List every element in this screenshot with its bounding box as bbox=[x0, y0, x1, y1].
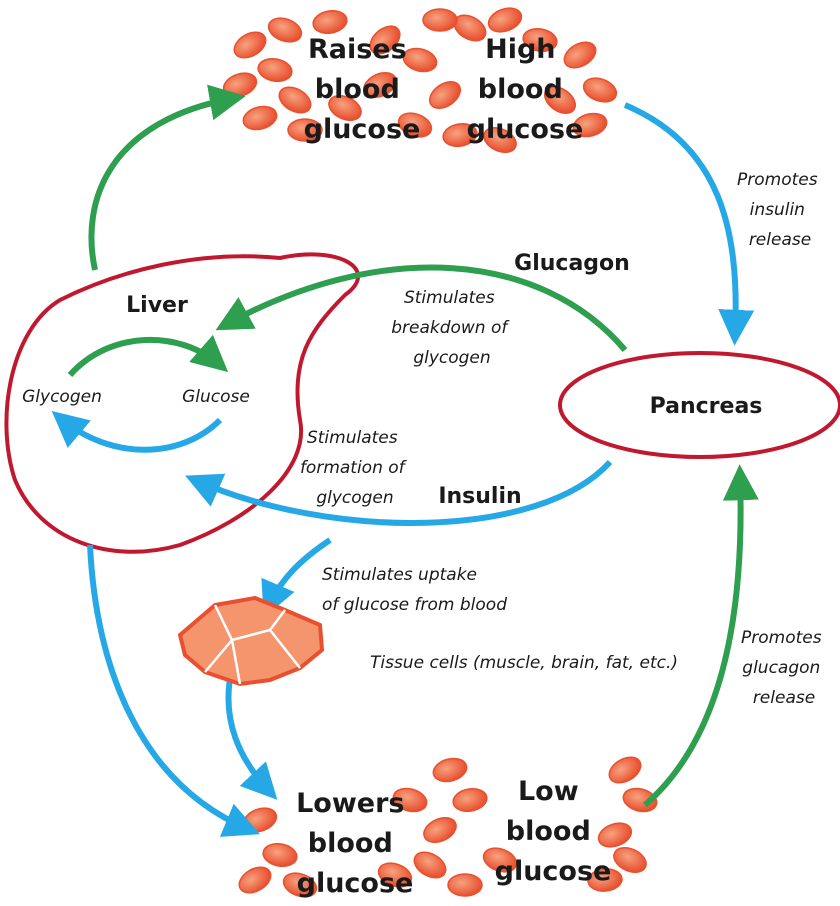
glucose-label: Glucose bbox=[182, 387, 250, 407]
tissue-cells-illustration bbox=[180, 598, 322, 684]
arrow-glycogen-to-glucose bbox=[70, 340, 220, 375]
lowers-blood-glucose-label: Lowers blood glucose bbox=[296, 788, 414, 899]
blood-cell bbox=[410, 847, 450, 883]
promotes-insulin-release-label: Promotes insulin release bbox=[737, 170, 823, 250]
arrow-insulin-to-tissue-cells bbox=[268, 540, 330, 608]
high-blood-glucose-label: High blood glucose bbox=[467, 34, 584, 145]
blood-cell bbox=[230, 27, 270, 63]
arrow-liver-to-raises-glucose bbox=[91, 98, 235, 270]
arrow-glucose-to-glycogen bbox=[60, 418, 220, 450]
blood-cell bbox=[265, 14, 304, 46]
tissue-cells-label: Tissue cells (muscle, brain, fat, etc.) bbox=[370, 653, 678, 673]
arrow-low-glucose-to-pancreas bbox=[645, 475, 741, 805]
blood-cell bbox=[560, 37, 600, 73]
blood-cell bbox=[220, 69, 259, 101]
blood-cell bbox=[241, 103, 280, 133]
blood-cell bbox=[448, 874, 482, 896]
stimulates-uptake-label: Stimulates uptake of glucose from blood bbox=[322, 565, 507, 615]
blood-cell bbox=[275, 82, 315, 118]
arrow-tissue-cells-to-lowers-glucose bbox=[228, 668, 270, 792]
low-blood-glucose-label: Low blood glucose bbox=[495, 776, 612, 887]
blood-cell bbox=[580, 74, 619, 106]
blood-cell bbox=[431, 755, 470, 785]
promotes-glucagon-release-label: Promotes glucagon release bbox=[741, 628, 827, 708]
blood-cell bbox=[605, 752, 645, 788]
glycogen-label: Glycogen bbox=[22, 387, 102, 407]
arrow-high-glucose-to-pancreas bbox=[625, 105, 736, 335]
blood-cell bbox=[451, 786, 488, 814]
glucagon-label: Glucagon bbox=[514, 251, 630, 276]
blood-cell bbox=[425, 76, 465, 114]
blood-cell bbox=[261, 841, 298, 869]
stimulates-formation-label: Stimulates formation of glycogen bbox=[300, 428, 410, 508]
blood-cell bbox=[256, 56, 293, 84]
stimulates-breakdown-label: Stimulates breakdown of glycogen bbox=[391, 288, 513, 368]
blood-cell bbox=[235, 862, 275, 898]
raises-blood-glucose-label: Raises blood glucose bbox=[304, 34, 421, 145]
blood-cell bbox=[420, 813, 460, 847]
liver-label: Liver bbox=[126, 293, 188, 318]
blood-cell bbox=[485, 4, 524, 36]
blood-cell bbox=[423, 9, 457, 31]
insulin-label: Insulin bbox=[438, 484, 521, 509]
pancreas-label: Pancreas bbox=[650, 394, 763, 419]
blood-cell bbox=[595, 819, 634, 851]
blood-cell bbox=[311, 8, 348, 36]
